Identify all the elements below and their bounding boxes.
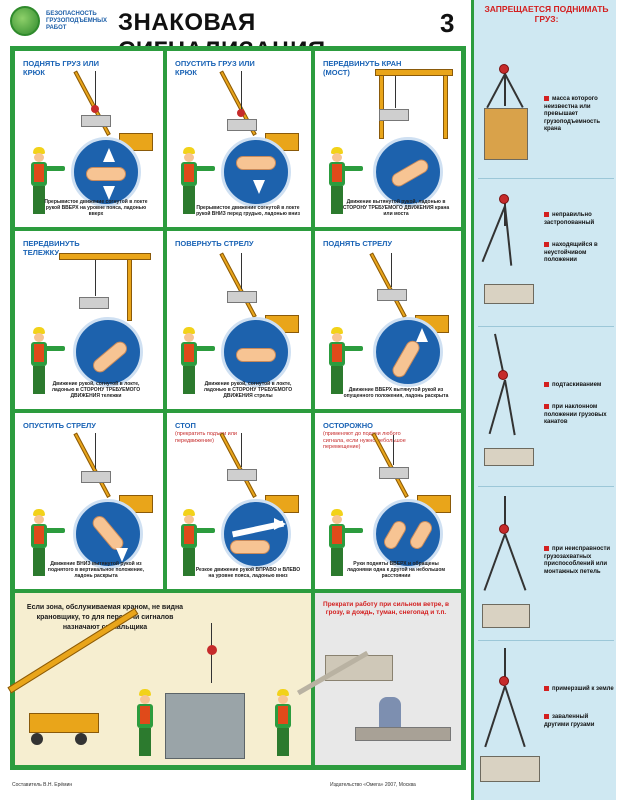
- signal-label: ПОВЕРНУТЬ СТРЕЛУ: [175, 239, 254, 248]
- footer-author: Составитель В.Н. Ерёмин: [12, 782, 73, 788]
- signal-cell-raise-load: ПОДНЯТЬ ГРУЗ ИЛИ КРЮК Прерывистое движен…: [15, 51, 163, 227]
- hook-icon: [499, 676, 509, 686]
- signalman-icon: [327, 509, 363, 579]
- load-block-icon: [81, 471, 111, 483]
- signalman-icon: [179, 147, 215, 217]
- worker-raincoat-icon: [379, 697, 401, 731]
- load-block-icon: [227, 469, 257, 481]
- signal-caption: Движение ВНИЗ вытянутой рукой из поднято…: [47, 561, 145, 579]
- signals-grid: ПОДНЯТЬ ГРУЗ ИЛИ КРЮК Прерывистое движен…: [7, 46, 466, 770]
- bullet-icon: [544, 382, 549, 387]
- buried-load-icon: [480, 756, 540, 782]
- signalman-icon: [179, 509, 215, 579]
- bullet-icon: [544, 242, 549, 247]
- signal-cell-move-crane: ПЕРЕДВИНУТЬ КРАН (МОСТ) Движение вытянут…: [315, 51, 461, 227]
- signalman-note-panel: Если зона, обслуживаемая краном, не видн…: [7, 593, 311, 765]
- signalman-icon: [135, 689, 155, 759]
- signal-label: ПЕРЕДВИНУТЬ КРАН (МОСТ): [323, 59, 402, 77]
- signal-caption: Руки подняты ВВЕРХ и обращены ладонями о…: [346, 561, 446, 579]
- signalman-icon: [327, 327, 363, 397]
- gantry-crane-icon: [375, 69, 453, 76]
- load-block-icon: [379, 109, 409, 121]
- signal-caption: Прерывистое движение согнутой в локте ру…: [44, 199, 148, 217]
- signal-cell-rotate-boom: ПОВЕРНУТЬ СТРЕЛУ Движение рукой, согнуто…: [167, 231, 311, 409]
- bullet-icon: [544, 686, 549, 691]
- wooden-crate-icon: [484, 108, 528, 160]
- concrete-blocks-icon: [165, 693, 245, 759]
- bullet-icon: [544, 404, 549, 409]
- load-block-icon: [482, 604, 530, 628]
- arrow-up-icon: [373, 317, 443, 387]
- load-block-icon: [379, 467, 409, 479]
- header: БЕЗОПАСНОСТЬ ГРУЗОПОДЪЕМНЫХ РАБОТ ЗНАКОВ…: [0, 0, 470, 64]
- signal-cell-stop: СТОП (прекратить подъем или передвижение…: [167, 413, 311, 589]
- load-block-icon: [81, 115, 111, 127]
- weather-warning-panel: Прекрати работу при сильном ветре, в гро…: [296, 593, 461, 765]
- signal-cell-move-trolley: ПЕРЕДВИНУТЬ ТЕЛЕЖКУ Движение рукой, согн…: [15, 231, 163, 409]
- hook-icon: [499, 64, 509, 74]
- arrow-down-icon: [221, 137, 291, 207]
- load-block-icon: [484, 448, 534, 466]
- signalman-icon: [179, 327, 215, 397]
- signal-label: ОСТОРОЖНО (применяют до подачи любого си…: [323, 421, 406, 450]
- signal-caption: Движение ВВЕРХ вытянутой рукой из опущен…: [343, 387, 449, 399]
- signal-label: ПЕРЕДВИНУТЬ ТЕЛЕЖКУ: [23, 239, 80, 257]
- footer-publisher: Издательство «Омега» 2007, Москва: [330, 782, 416, 788]
- signalman-icon: [29, 147, 65, 217]
- signal-caption: Прерывистое движение согнутой в локте ру…: [196, 205, 300, 217]
- gantry-crane-icon: [59, 253, 151, 260]
- load-block-icon: [79, 297, 109, 309]
- hook-icon: [499, 524, 509, 534]
- signalman-icon: [29, 327, 65, 397]
- signal-cell-caution: ОСТОРОЖНО (применяют до подачи любого си…: [315, 413, 461, 589]
- sheet-number: 3: [440, 8, 455, 38]
- load-block-icon: [227, 291, 257, 303]
- arrow-leftright-icon: [221, 499, 291, 569]
- mobile-crane-icon: [29, 713, 99, 733]
- signal-label: СТОП (прекратить подъем или передвижение…: [175, 421, 237, 444]
- worker-icon: [273, 689, 293, 759]
- signal-cell-lower-boom: ОПУСТИТЬ СТРЕЛУ Движение ВНИЗ вытянутой …: [15, 413, 163, 589]
- safety-logo-icon: [10, 6, 40, 36]
- arrow-updown-icon: [71, 137, 141, 207]
- signalman-icon: [29, 509, 65, 579]
- signal-caption: Движение рукой, согнутой в локте, ладонь…: [51, 381, 141, 399]
- load-block-icon: [484, 284, 534, 304]
- signal-label: ПОДНЯТЬ ГРУЗ ИЛИ КРЮК: [23, 59, 99, 77]
- arrow-diagonal-icon: [73, 317, 143, 387]
- weather-warning-text: Прекрати работу при сильном ветре, в гро…: [323, 601, 449, 616]
- bullet-icon: [544, 212, 549, 217]
- hook-icon: [207, 645, 217, 655]
- signal-caption: Движение вытянутой рукой, ладонью в СТОР…: [342, 199, 450, 217]
- signalman-icon: [327, 147, 363, 217]
- signal-label: ПОДНЯТЬ СТРЕЛУ: [323, 239, 393, 248]
- bullet-icon: [544, 546, 549, 551]
- arrow-down-icon: [73, 499, 143, 569]
- signal-label: ОПУСТИТЬ ГРУЗ ИЛИ КРЮК: [175, 59, 255, 77]
- signal-caption: Движение рукой, согнутой в локте, ладонь…: [203, 381, 293, 399]
- bullet-icon: [544, 96, 549, 101]
- hook-icon: [499, 194, 509, 204]
- load-block-icon: [227, 119, 257, 131]
- bullet-icon: [544, 714, 549, 719]
- prohibitions-panel: ЗАПРЕЩАЕТСЯ ПОДНИМАТЬ ГРУЗ: масса которо…: [471, 0, 616, 800]
- load-block-icon: [377, 289, 407, 301]
- arrow-rotate-icon: [221, 317, 291, 387]
- signal-cell-raise-boom: ПОДНЯТЬ СТРЕЛУ Движение ВВЕРХ вытянутой …: [315, 231, 461, 409]
- signal-caption: Резкое движение рукой ВПРАВО и ВЛЕВО на …: [195, 567, 301, 579]
- hook-icon: [498, 370, 508, 380]
- hands-caution-icon: [373, 499, 443, 569]
- arrow-sideways-icon: [373, 137, 443, 207]
- signal-cell-lower-load: ОПУСТИТЬ ГРУЗ ИЛИ КРЮК Прерывистое движе…: [167, 51, 311, 227]
- prohibitions-title: ЗАПРЕЩАЕТСЯ ПОДНИМАТЬ ГРУЗ:: [484, 4, 609, 24]
- signal-label: ОПУСТИТЬ СТРЕЛУ: [23, 421, 96, 430]
- logo-text: БЕЗОПАСНОСТЬ ГРУЗОПОДЪЕМНЫХ РАБОТ: [46, 11, 108, 31]
